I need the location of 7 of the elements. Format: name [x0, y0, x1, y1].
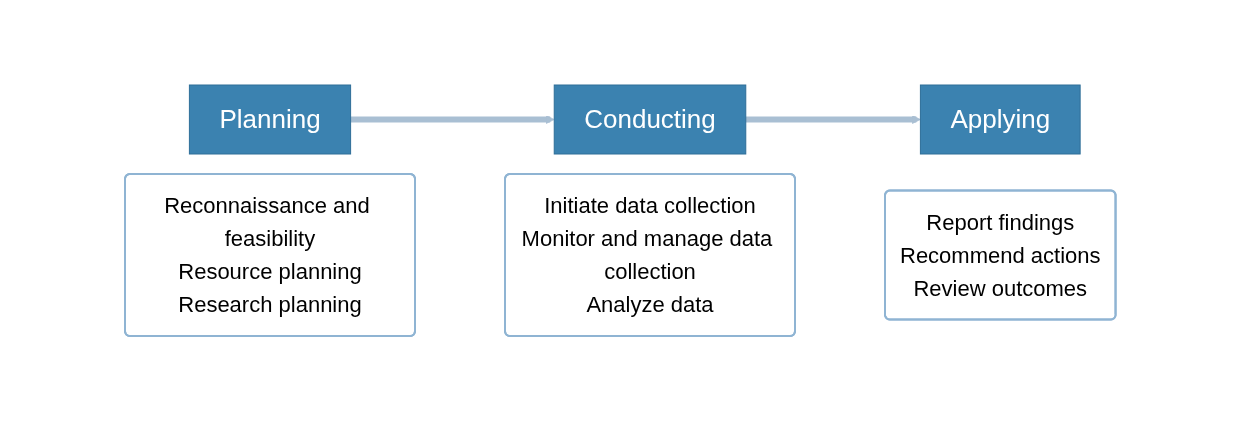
arrow	[350, 115, 555, 124]
node-box: Conducting	[553, 84, 747, 155]
node-box: Applying	[920, 84, 1081, 155]
node-box: Planning	[189, 84, 352, 155]
node-text: Reconnaissance and feasibility Resource planning Research planning	[164, 193, 370, 317]
node-text: Initiate data collection Monitor and manage data collection Analyze data	[521, 193, 773, 317]
arrow	[746, 115, 921, 124]
